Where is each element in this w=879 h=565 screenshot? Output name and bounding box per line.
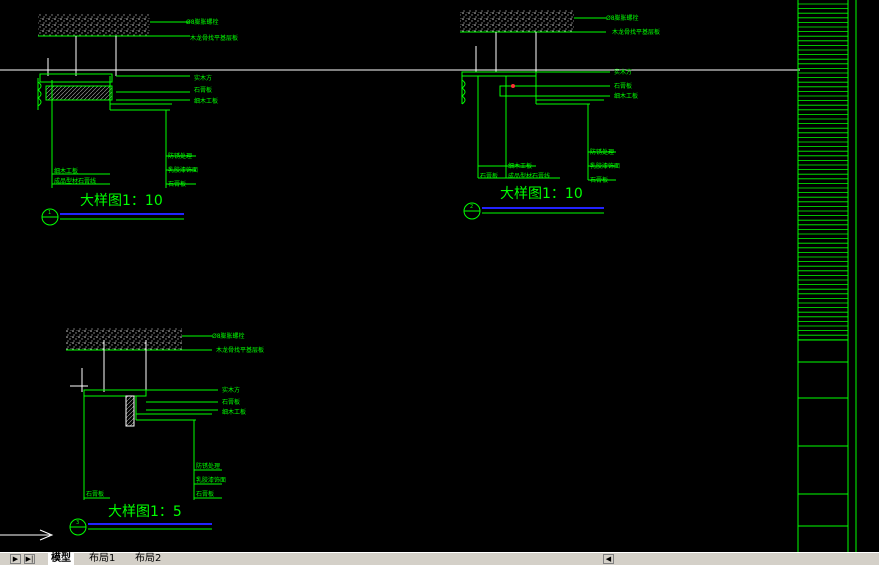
- concrete-slab: [38, 14, 150, 36]
- tab-layout1[interactable]: 布局1: [89, 553, 116, 564]
- horizontal-scrollbar[interactable]: ◀: [603, 554, 879, 565]
- label-lower-left-0: 细木工板: [54, 167, 78, 175]
- detail-title: 大样图1：10: [500, 186, 583, 202]
- label-right-2: 细木工板: [194, 97, 218, 105]
- detail-title: 大样图1：5: [108, 504, 182, 520]
- label-right-2: 细木工板: [614, 92, 638, 100]
- label-right-2: 细木工板: [222, 408, 246, 416]
- marker-point: [511, 84, 515, 88]
- label-lower-left-1: 石膏板: [480, 172, 498, 180]
- label-lower-right-0: 防锈处理: [196, 462, 220, 470]
- callout-number: 2: [470, 204, 473, 210]
- detail-title: 大样图1：10: [80, 193, 163, 209]
- label-lower-left-1: 成品型材石膏线: [54, 177, 96, 185]
- label-lower-right-2: 石膏板: [168, 180, 186, 188]
- label-right-0: 实木方: [194, 74, 212, 82]
- label-lower-right-2: 石膏板: [196, 490, 214, 498]
- label-right-1: 石膏板: [194, 86, 212, 94]
- concrete-slab: [66, 328, 182, 350]
- label-top-0: Ø8膨胀螺栓: [606, 14, 639, 22]
- label-top-1: 木龙骨找平基层板: [190, 34, 238, 42]
- callout-number: 1: [48, 210, 51, 216]
- label-top-0: Ø8膨胀螺栓: [212, 332, 245, 340]
- label-lower-left-0: 石膏板: [86, 490, 104, 498]
- label-lower-left-2: 成品型材石膏线: [508, 172, 550, 180]
- label-lower-right-1: 乳胶漆饰面: [590, 162, 620, 170]
- drawing-canvas[interactable]: Ø8膨胀螺栓 木龙骨找平基层板 实木方 石膏板 细木工板 防锈处理 乳胶漆饰面 …: [0, 0, 879, 552]
- title-block: [797, 0, 857, 552]
- section-arrow: [0, 529, 54, 541]
- last-layout-button[interactable]: ▶|: [24, 554, 35, 564]
- label-right-0: 实木方: [614, 68, 632, 76]
- detail-3: Ø8膨胀螺栓 木龙骨找平基层板 实木方 石膏板 细木工板 防锈处理 乳胶漆饰面 …: [66, 328, 264, 536]
- callout-number: 3: [76, 520, 79, 526]
- tab-layout2[interactable]: 布局2: [135, 553, 162, 564]
- label-top-1: 木龙骨找平基层板: [216, 346, 264, 354]
- label-right-0: 实木方: [222, 386, 240, 394]
- label-right-1: 石膏板: [222, 398, 240, 406]
- first-layout-button[interactable]: ▶: [10, 554, 21, 564]
- label-top-0: Ø8膨胀螺栓: [186, 18, 219, 26]
- label-right-1: 石膏板: [614, 82, 632, 90]
- detail-2: Ø8膨胀螺栓 木龙骨找平基层板 实木方 石膏板 细木工板 防锈处理 乳胶漆饰面 …: [460, 10, 660, 220]
- label-lower-right-0: 防锈处理: [168, 152, 192, 160]
- concrete-slab: [460, 10, 574, 32]
- scroll-left-button[interactable]: ◀: [603, 554, 614, 564]
- label-lower-right-0: 防锈处理: [590, 148, 614, 156]
- label-lower-right-1: 乳胶漆饰面: [168, 166, 198, 174]
- label-top-1: 木龙骨找平基层板: [612, 28, 660, 36]
- layout-tab-bar: ▶ ▶| 模型 布局1 布局2 ◀: [0, 552, 879, 565]
- tab-model[interactable]: 模型: [48, 553, 74, 565]
- detail-1: Ø8膨胀螺栓 木龙骨找平基层板 实木方 石膏板 细木工板 防锈处理 乳胶漆饰面 …: [37, 14, 238, 226]
- label-lower-left-0: 细木工板: [508, 162, 532, 170]
- label-lower-right-1: 乳胶漆饰面: [196, 476, 226, 484]
- label-lower-right-2: 石膏板: [590, 176, 608, 184]
